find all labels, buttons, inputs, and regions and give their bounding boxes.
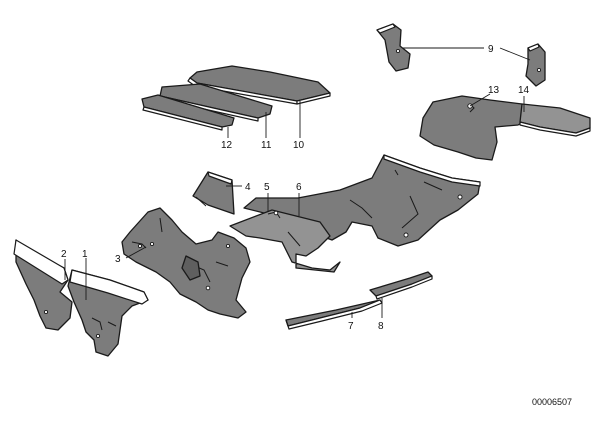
bracket-part-9-left [376,23,411,72]
callout-3: 3 [115,254,121,265]
callout-5: 5 [264,182,270,193]
callout-2: 2 [61,249,67,260]
liner-part-14 [519,103,591,137]
callout-14: 14 [518,85,530,96]
sill-strip-part-8 [369,271,433,300]
callout-13: 13 [488,85,500,96]
side-panel-part-2 [13,239,73,331]
callout-10: 10 [293,140,305,151]
callout-12: 12 [221,140,233,151]
sill-strip-part-7 [285,299,383,330]
panel-part-4 [192,171,235,215]
liner-part-13 [419,95,537,161]
callout-6: 6 [296,182,302,193]
callout-1: 1 [82,249,88,260]
leader-9-right [499,47,531,61]
document-number: 00006507 [532,397,572,407]
leader-13 [469,93,491,107]
callout-8-bottom: 8 [378,321,384,332]
callout-4: 4 [245,182,251,193]
callout-7: 7 [348,321,354,332]
callout-9-top: 9 [488,44,494,55]
mat-part-12 [141,94,235,131]
floor-section-part-5 [229,209,341,273]
callout-11: 11 [261,140,272,151]
side-panel-part-1 [67,269,149,357]
leader-3 [125,246,147,259]
bracket-part-9-right [525,43,546,87]
mat-part-10 [187,65,331,105]
firewall-part-3 [121,207,251,319]
